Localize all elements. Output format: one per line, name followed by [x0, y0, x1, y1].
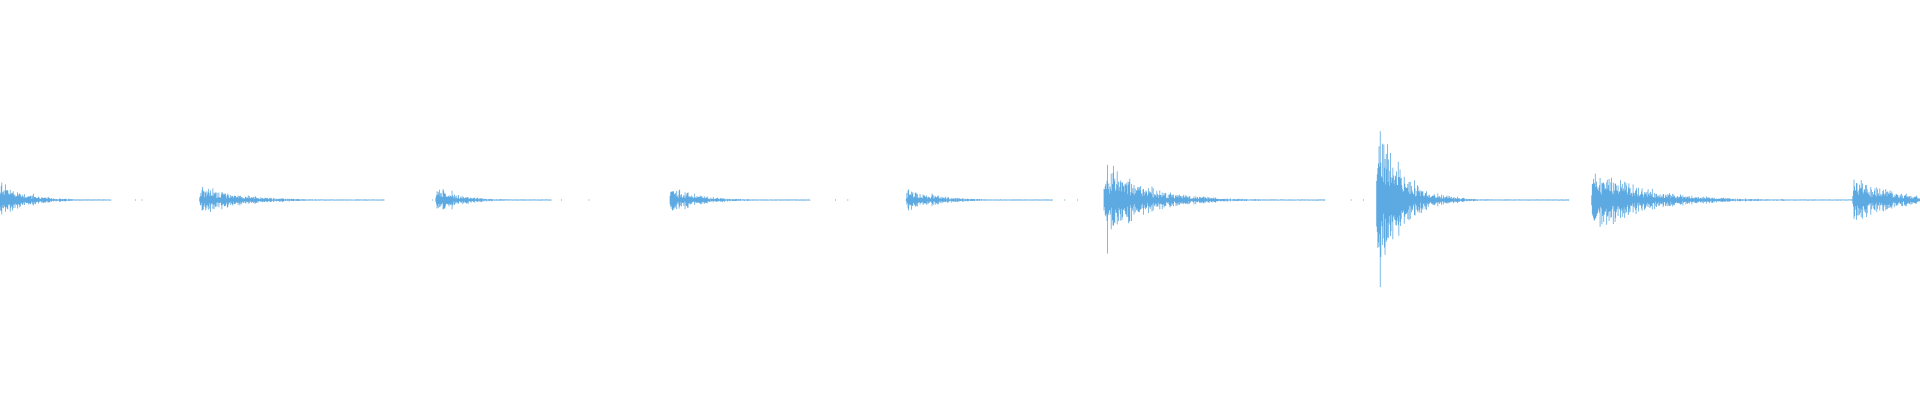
waveform-burst-path	[199, 186, 444, 212]
waveform-burst-path	[905, 189, 1078, 211]
waveform-burst-path	[1591, 173, 1914, 227]
waveform-burst-path	[1852, 179, 1920, 220]
waveform-burst-path	[1103, 164, 1387, 254]
waveform-burst-1	[0, 182, 143, 215]
waveform-burst-3	[435, 189, 590, 210]
waveform-burst-path	[1376, 131, 1610, 288]
waveform-burst-9	[1852, 179, 1920, 220]
waveform-burst-path	[435, 189, 590, 210]
waveform-burst-7	[1376, 131, 1610, 288]
waveform-burst-6	[1103, 164, 1387, 254]
waveform-burst-path	[669, 189, 849, 211]
waveform-burst-4	[669, 189, 849, 211]
waveform-burst-path	[0, 182, 143, 215]
waveform-burst-8	[1591, 173, 1914, 227]
waveform-burst-2	[199, 186, 444, 212]
waveform-burst-5	[905, 189, 1078, 211]
